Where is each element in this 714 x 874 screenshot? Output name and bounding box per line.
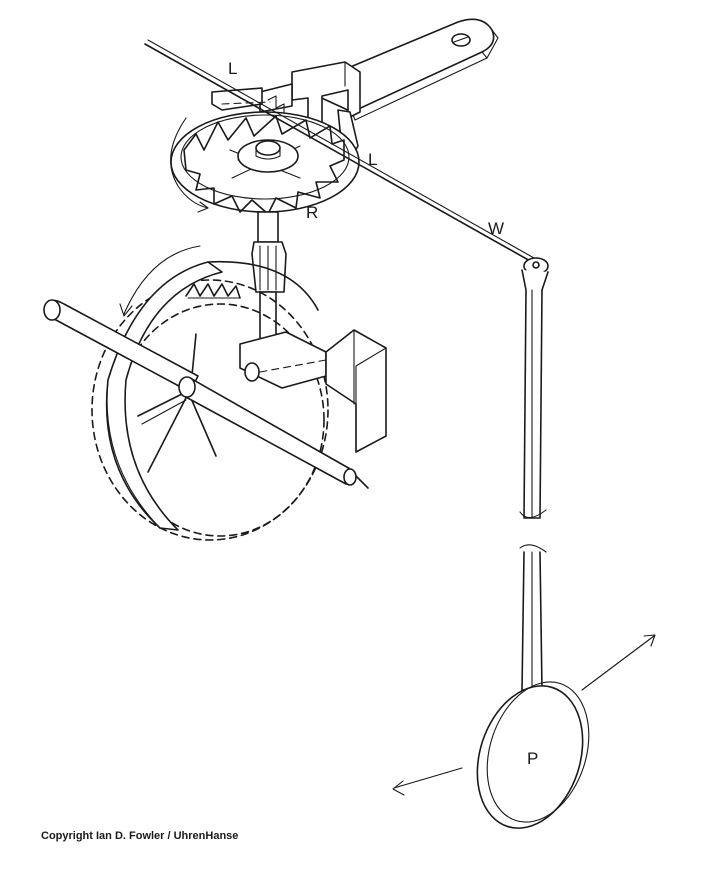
pallet-arm-left: [211, 87, 271, 111]
main-arbor: [43, 299, 369, 489]
crown-wheel: [91, 260, 329, 541]
escape-wheel-rotation-arrow-icon: [170, 117, 209, 213]
copyright-text: Copyright Ian D. Fowler / UhrenHanse: [41, 830, 238, 842]
label-R: R: [306, 203, 318, 222]
label-W: W: [488, 219, 504, 238]
escape-wheel: [170, 111, 360, 215]
pendulum-bob: [476, 681, 590, 829]
pendulum: [519, 257, 549, 691]
label-L-right: L: [368, 150, 377, 169]
support-block: [239, 329, 387, 453]
crutch-wire: [144, 39, 535, 263]
label-L-top: L: [228, 59, 237, 78]
swing-arrow-right-icon: [581, 634, 656, 691]
crown-wheel-rotation-arrow-icon: [119, 245, 201, 317]
label-P: P: [527, 749, 538, 768]
screw-icon: [451, 33, 471, 47]
swing-arrow-left-icon: [392, 767, 463, 796]
